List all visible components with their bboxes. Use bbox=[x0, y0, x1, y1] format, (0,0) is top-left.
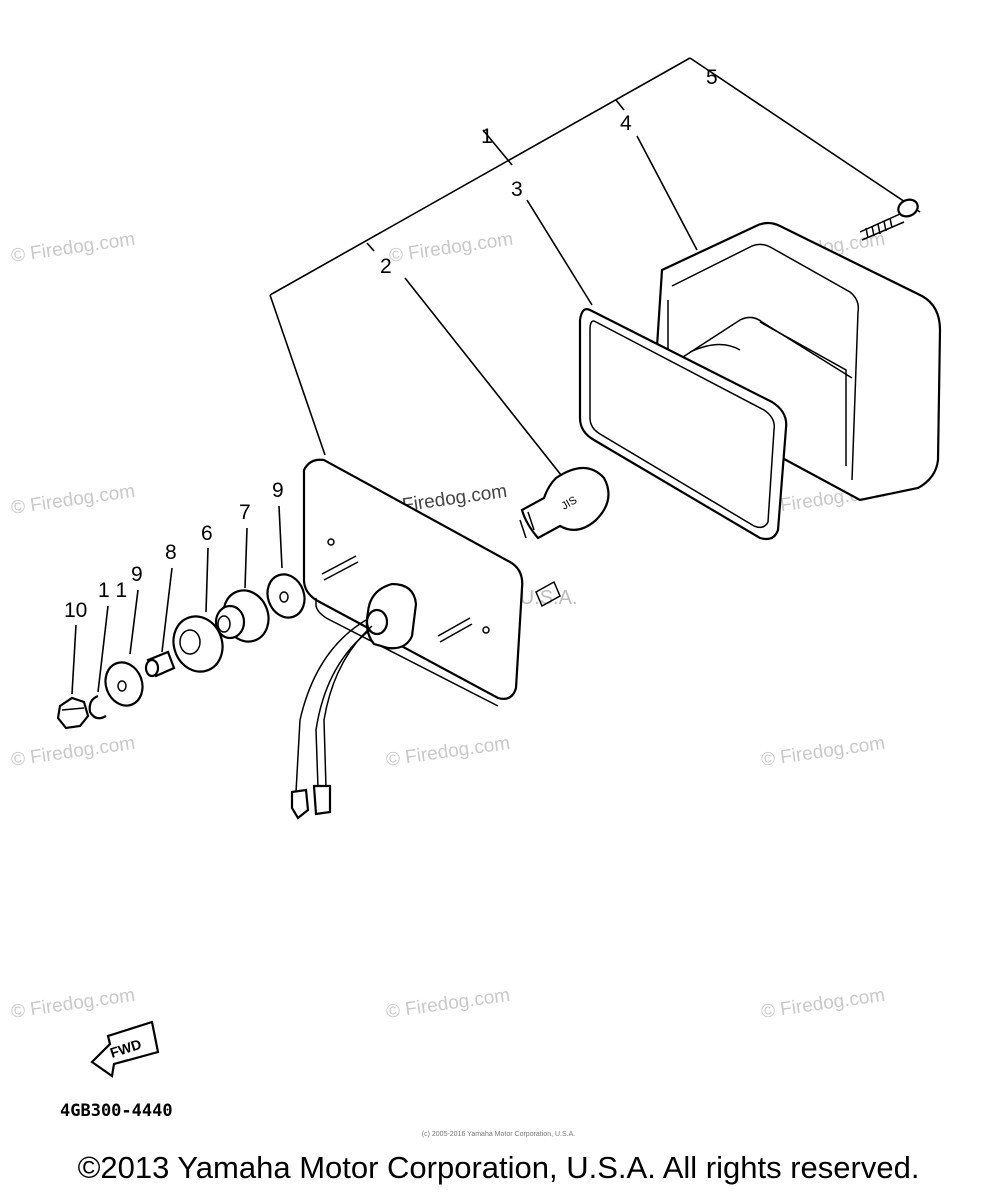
callout-2: 2 bbox=[380, 255, 392, 278]
callout-11: 1 1 bbox=[98, 579, 127, 602]
watermark-text: © Firedog.com bbox=[10, 733, 137, 771]
washer-part-9-left bbox=[104, 661, 144, 707]
washer-part-9 bbox=[266, 573, 306, 619]
bulb-part-2: JIS bbox=[519, 466, 610, 540]
callout-labels: 1 2 3 4 5 6 7 8 9 9 10 1 1 bbox=[64, 66, 718, 622]
watermark-text: © Firedog.com bbox=[10, 229, 137, 267]
watermark-text: © Firedog.com bbox=[388, 229, 515, 267]
callout-10: 10 bbox=[64, 599, 87, 622]
callout-6: 6 bbox=[201, 522, 213, 545]
watermark-text: © Firedog.com bbox=[385, 733, 512, 771]
rubber-washer-part-6 bbox=[172, 615, 224, 673]
spring-washer-part-11 bbox=[88, 694, 107, 720]
diagram-code: 4GB300-4440 bbox=[60, 1101, 173, 1121]
watermark-text: © Firedog.com bbox=[10, 985, 137, 1023]
callout-7: 7 bbox=[239, 501, 251, 524]
watermark-text: © Firedog.com bbox=[385, 985, 512, 1023]
nut-part-10 bbox=[56, 696, 90, 730]
callout-4: 4 bbox=[620, 112, 632, 135]
watermark-text: © Firedog.com bbox=[760, 985, 887, 1023]
gasket-part-3 bbox=[578, 308, 788, 541]
small-notice: (c) 2005-2016 Yamaha Motor Corporation, … bbox=[421, 1131, 576, 1138]
base-plate-part-1 bbox=[290, 458, 561, 820]
callout-1: 1 bbox=[481, 125, 493, 148]
callout-leaders bbox=[71, 505, 283, 695]
lens-part-4 bbox=[654, 221, 942, 502]
screw-part-5 bbox=[859, 198, 919, 241]
callout-3: 3 bbox=[511, 178, 523, 201]
grommet-part-7 bbox=[214, 589, 270, 643]
callout-8: 8 bbox=[165, 541, 177, 564]
callout-5: 5 bbox=[706, 66, 718, 89]
callout-9-left: 9 bbox=[131, 563, 143, 586]
collar-part-8 bbox=[144, 650, 176, 678]
watermark-text: © Firedog.com bbox=[10, 481, 137, 519]
leader-lines bbox=[269, 57, 921, 481]
copyright-notice: ©2013 Yamaha Motor Corporation, U.S.A. A… bbox=[77, 1150, 920, 1185]
callout-9-right: 9 bbox=[272, 479, 284, 502]
fwd-arrow-icon: FWD bbox=[90, 1020, 160, 1078]
watermark-text: © Firedog.com bbox=[760, 733, 887, 771]
